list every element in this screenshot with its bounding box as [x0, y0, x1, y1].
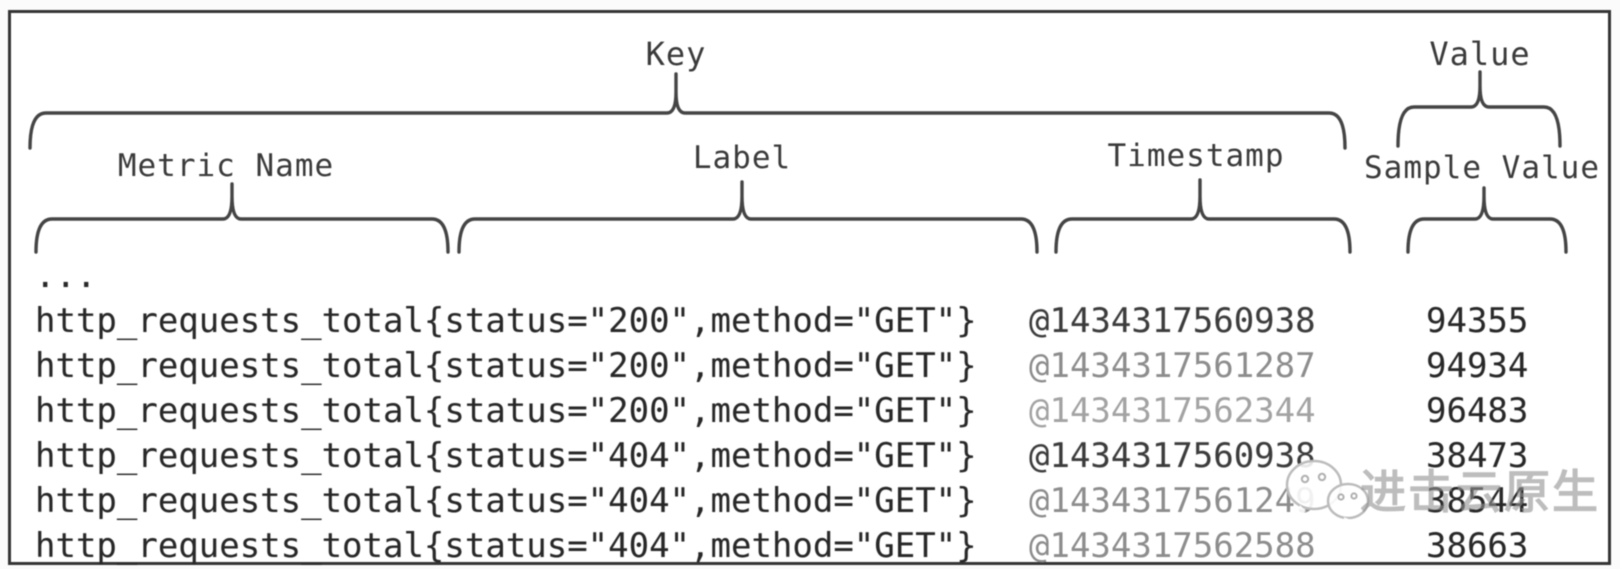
timestamp-cell: @1434317562344 — [1029, 391, 1316, 431]
timestamp-cell: @1434317562588 — [1029, 526, 1316, 566]
value-label: Value — [1429, 35, 1531, 73]
watermark-text: 进击云原生 — [1360, 465, 1600, 519]
diagram-frame — [8, 10, 1611, 565]
timestamp-label: Timestamp — [1107, 138, 1285, 174]
brace-key — [28, 72, 1347, 150]
sample-row: http_requests_total{status="404",method=… — [35, 524, 1529, 569]
sample-row: http_requests_total{status="200",method=… — [35, 299, 1529, 344]
timestamp-cell: @1434317561287 — [1029, 346, 1316, 386]
metric-cell: http_requests_total{status="404",method=… — [35, 526, 977, 566]
timestamp-cell: @1434317560938 — [1029, 301, 1316, 341]
sample-row: http_requests_total{status="200",method=… — [35, 389, 1529, 434]
value-cell: 38544 — [1426, 481, 1529, 521]
value-cell: 94355 — [1426, 301, 1529, 341]
wechat-chat-bubbles-icon — [1285, 459, 1370, 529]
metric-cell: http_requests_total{status="404",method=… — [35, 481, 977, 521]
metric-cell: http_requests_total{status="200",method=… — [35, 346, 977, 386]
metric-cell: http_requests_total{status="200",method=… — [35, 301, 977, 341]
key-label: Key — [645, 35, 707, 73]
metric-name-label: Metric Name — [117, 148, 335, 184]
timestamp-cell: @1434317561249 — [1029, 481, 1316, 521]
timestamp-cell: @1434317560938 — [1029, 436, 1316, 476]
value-cell: 38473 — [1426, 436, 1529, 476]
brace-timestamp — [1054, 178, 1352, 254]
metric-cell: ... — [35, 256, 97, 296]
sample-row: http_requests_total{status="404",method=… — [35, 479, 1529, 524]
sample-row: ... — [35, 254, 1526, 299]
value-cell: 96483 — [1426, 391, 1529, 431]
metric-cell: http_requests_total{status="404",method=… — [35, 436, 977, 476]
brace-label — [457, 180, 1039, 254]
brace-sample-value — [1406, 186, 1568, 254]
label-label: Label — [692, 140, 792, 176]
sample-row: http_requests_total{status="200",method=… — [35, 344, 1529, 389]
value-cell: 94934 — [1426, 346, 1529, 386]
metric-cell: http_requests_total{status="200",method=… — [35, 391, 977, 431]
sample-value-label: Sample Value — [1364, 150, 1600, 186]
brace-value — [1396, 70, 1562, 148]
samples-block: ... http_requests_total{status="200",met… — [35, 254, 1529, 569]
brace-metric-name — [34, 182, 450, 254]
sample-row: http_requests_total{status="404",method=… — [35, 434, 1529, 479]
value-cell: 38663 — [1426, 526, 1529, 566]
